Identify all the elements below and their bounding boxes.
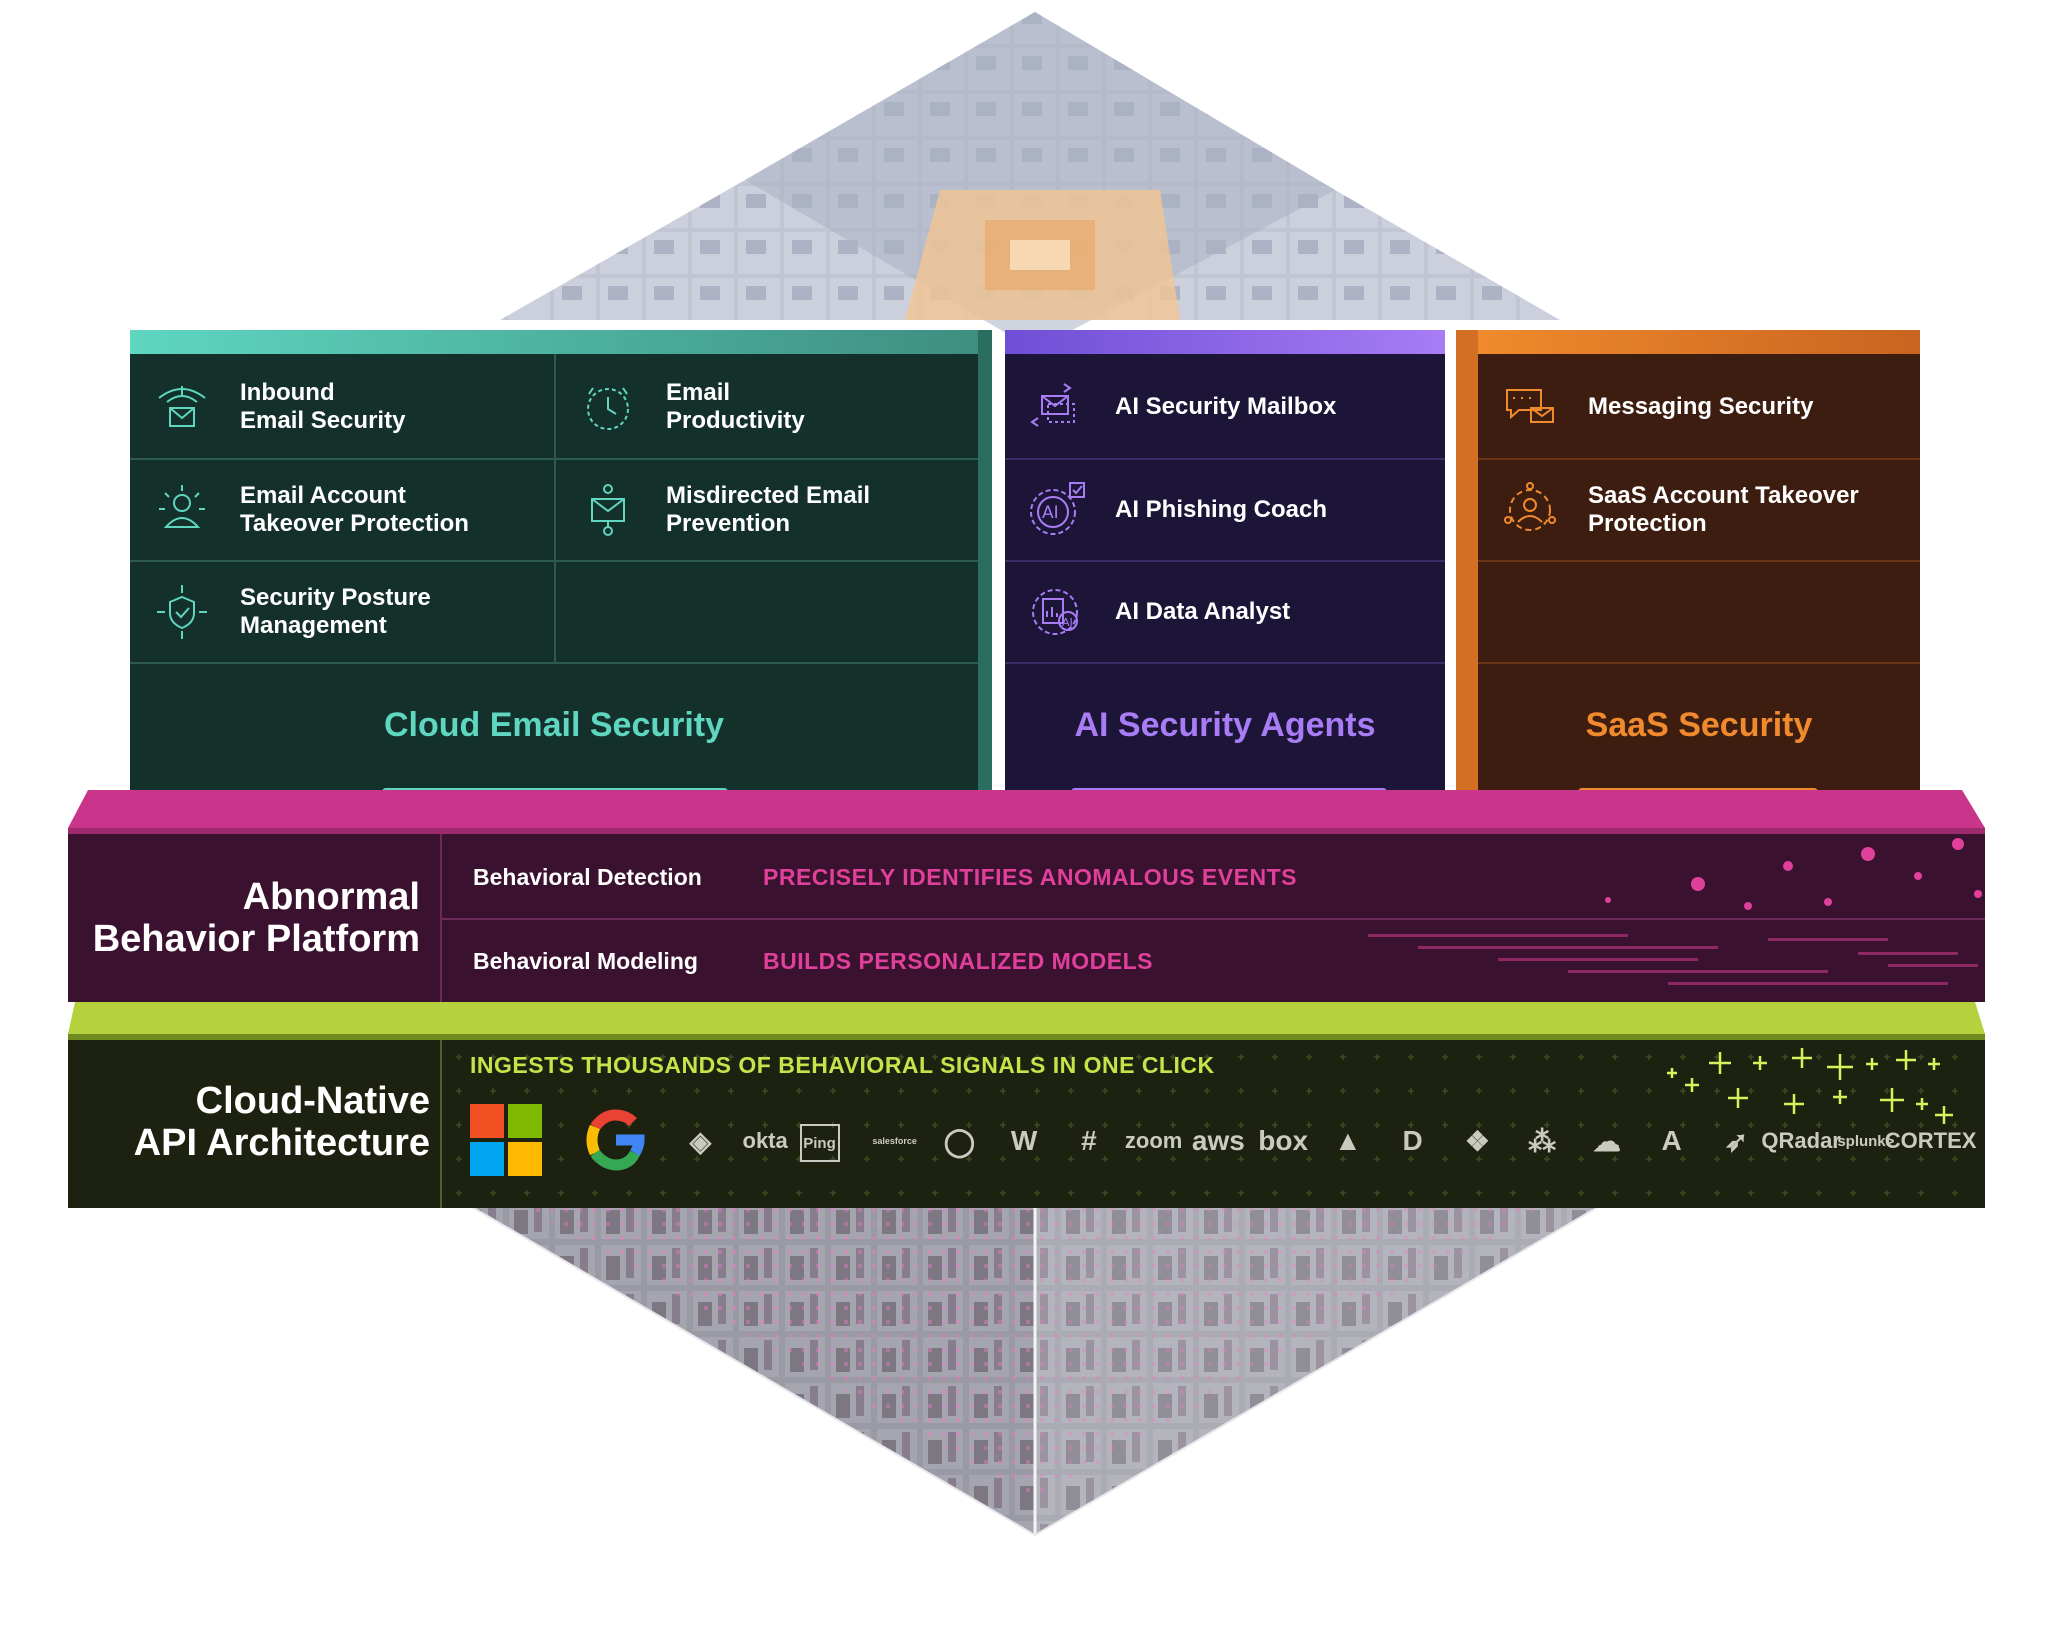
- message-icon: [1498, 375, 1562, 439]
- user-shield-icon: [150, 478, 214, 542]
- box-top-edge: [130, 330, 978, 354]
- item-label: AI Data Analyst: [1115, 598, 1291, 625]
- item-label: Email Productivity: [666, 379, 805, 434]
- cloud-native-api-band: Cloud-Native API Architecture INGESTS TH…: [68, 1040, 1985, 1208]
- splunk-logo-icon: splunk>: [1837, 1132, 1895, 1150]
- account-target-icon: [1498, 478, 1562, 542]
- microsoft-logo-icon: [470, 1104, 542, 1176]
- api-grid-decoration: [442, 1040, 1985, 1208]
- abnormal-behavior-platform-band: Abnormal Behavior Platform Behavioral De…: [68, 834, 1985, 1002]
- item-label: Misdirected Email Prevention: [666, 482, 871, 537]
- security-posture-item[interactable]: Security Posture Management: [130, 562, 554, 662]
- aws-logo-icon: aws: [1191, 1125, 1245, 1156]
- inbound-mail-icon: [150, 375, 214, 439]
- cloud-email-security-title: Cloud Email Security: [383, 706, 725, 744]
- cloud-logo-icon: ☁: [1592, 1125, 1621, 1157]
- qradar-logo-icon: QRadar: [1761, 1128, 1841, 1153]
- email-account-takeover-item[interactable]: Email Account Takeover Protection: [130, 460, 554, 560]
- behavioral-detection-label: Behavioral Detection: [473, 864, 702, 890]
- workday-logo-icon: W: [1010, 1125, 1038, 1156]
- item-label: Email Account Takeover Protection: [240, 482, 469, 537]
- ai-coach-icon: AI: [1025, 478, 1089, 542]
- behavioral-modeling-label: Behavioral Modeling: [473, 948, 698, 974]
- zoom-logo-icon: zoom: [1124, 1128, 1183, 1153]
- api-architecture-name: Cloud-Native API Architecture: [133, 1080, 430, 1164]
- diamond-logo-icon: ◈: [689, 1125, 712, 1157]
- item-label: AI Phishing Coach: [1115, 496, 1328, 523]
- behavioral-modeling-value: BUILDS PERSONALIZED MODELS: [763, 948, 1153, 974]
- saas-account-takeover-item[interactable]: SaaS Account Takeover Protection: [1478, 460, 1920, 560]
- saas-security-title: SaaS Security: [1585, 706, 1813, 744]
- item-label: AI Security Mailbox: [1115, 393, 1337, 420]
- behavioral-detection-value: PRECISELY IDENTIFIES ANOMALOUS EVENTS: [763, 864, 1297, 890]
- svg-text:AI: AI: [1062, 616, 1073, 629]
- platform-decoration: [1368, 838, 1982, 985]
- misdirected-email-item[interactable]: Misdirected Email Prevention: [556, 460, 978, 560]
- item-label: Messaging Security: [1588, 393, 1814, 420]
- atlassian-logo-icon: ▲: [1334, 1125, 1362, 1156]
- okta-logo-icon: okta: [742, 1128, 788, 1153]
- cloud-email-security-box: Inbound Email Security Email Productivit…: [130, 330, 992, 796]
- platform-name: Abnormal Behavior Platform: [92, 876, 420, 960]
- crowdstrike-logo-icon: ➶: [1724, 1125, 1749, 1157]
- api-tagline: INGESTS THOUSANDS OF BEHAVIORAL SIGNALS …: [470, 1052, 1215, 1078]
- google-logo-icon: [586, 1109, 645, 1171]
- cortex-logo-icon: CORTEX: [1884, 1128, 1977, 1153]
- item-label: Inbound Email Security: [240, 379, 406, 434]
- clock-icon: [576, 375, 640, 439]
- ai-security-agents-title: AI Security Agents: [1074, 706, 1376, 744]
- item-label: SaaS Account Takeover Protection: [1588, 482, 1859, 537]
- messaging-security-item[interactable]: Messaging Security: [1478, 356, 1920, 458]
- svg-text:AI: AI: [1042, 503, 1059, 523]
- ai-analyst-icon: AI: [1025, 580, 1089, 644]
- d-logo-icon: D: [1402, 1125, 1423, 1156]
- ai-security-agents-box: AI Security Mailbox AI AI Phishing Coach…: [1005, 330, 1445, 796]
- asana-logo-icon: ⁂: [1528, 1125, 1557, 1157]
- slack-logo-icon: #: [1081, 1125, 1097, 1156]
- shield-check-icon: [150, 580, 214, 644]
- inbound-email-security-item[interactable]: Inbound Email Security: [130, 356, 554, 458]
- box-top-edge: [1478, 330, 1920, 354]
- saas-security-box: Messaging Security SaaS Account Takeover…: [1456, 330, 1920, 796]
- item-label: Security Posture Management: [240, 584, 431, 639]
- mailbox-icon: [1025, 375, 1089, 439]
- box-top-edge: [1005, 330, 1445, 354]
- ring-logo-icon: ◯: [943, 1125, 976, 1157]
- ping-logo-icon: Ping: [799, 1124, 840, 1162]
- misdirected-mail-icon: [576, 478, 640, 542]
- email-productivity-item[interactable]: Email Productivity: [556, 356, 978, 458]
- ai-data-analyst-item[interactable]: AI AI Data Analyst: [1005, 562, 1445, 662]
- a-logo-icon: A: [1661, 1125, 1682, 1156]
- dropbox-logo-icon: ❖: [1464, 1125, 1490, 1157]
- box-logo-icon: box: [1258, 1125, 1309, 1156]
- ai-security-mailbox-item[interactable]: AI Security Mailbox: [1005, 356, 1445, 458]
- ai-phishing-coach-item[interactable]: AI AI Phishing Coach: [1005, 460, 1445, 560]
- salesforce-logo-icon: salesforce: [872, 1136, 917, 1146]
